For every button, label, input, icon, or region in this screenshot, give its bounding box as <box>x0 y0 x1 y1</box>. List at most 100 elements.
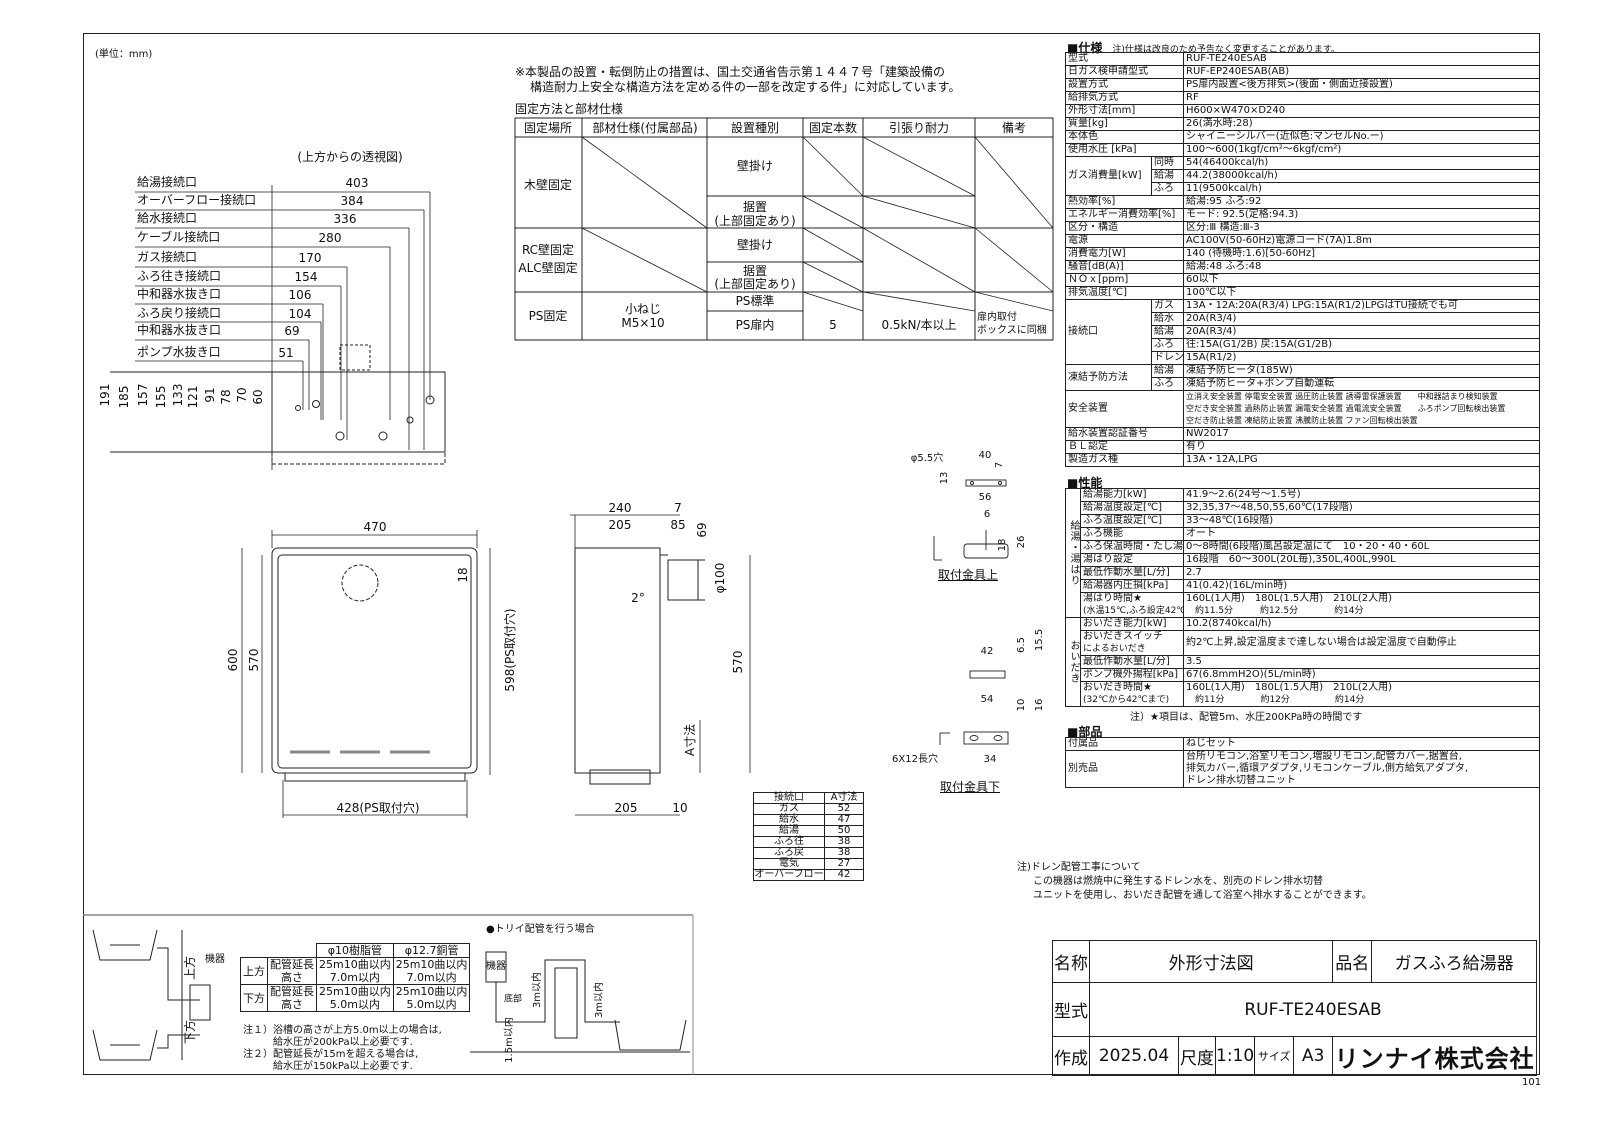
connection-distance: 384 <box>340 194 364 208</box>
parts-value: 台所リモコン,浴室リモコン,増設リモコン,配管カバー,据置台,排気カバー,循環ア… <box>1183 750 1540 788</box>
performance-label-text: 湯はり設定 <box>1083 554 1133 566</box>
performance-row: ふろ機能オート <box>1066 527 1540 541</box>
performance-value-text: 約2℃上昇,設定温度まで達しない場合は設定温度で自動停止 <box>1186 637 1457 648</box>
parts-table: 付属品ねじセット別売品台所リモコン,浴室リモコン,増設リモコン,配管カバー,据置… <box>1065 737 1540 788</box>
spec-row: 排気温度[℃]100℃以下 <box>1065 286 1540 300</box>
side-d85-dim: 85 <box>670 518 686 532</box>
parts-line: 台所リモコン,浴室リモコン,増設リモコン,配管カバー,据置台, <box>1186 751 1462 763</box>
side-bottom-10-dim: 10 <box>672 801 688 815</box>
performance-group-label: おいだき <box>1065 617 1081 707</box>
spec-title: ■仕様 <box>1067 41 1103 55</box>
fixing-wood-floor: 据置 <box>742 200 768 214</box>
spec-value: RUF-TE240ESAB <box>1183 52 1540 66</box>
piping-cell: 25m10曲以内 <box>316 957 394 971</box>
spec-value: 20A(R3/4) <box>1183 325 1540 339</box>
spec-row: ＮＯｘ[ppm]60以下 <box>1065 273 1540 287</box>
connection-label: 給湯接続口 <box>137 175 198 189</box>
product-label: 品名 <box>1332 940 1373 983</box>
spec-sublabel: 給水 <box>1151 312 1184 326</box>
flue-diameter-dim: φ100 <box>713 562 727 594</box>
spec-value: 140 (待機時:1.6)[50-60Hz] <box>1183 247 1540 261</box>
performance-value-text: 10.2(8740kcal/h) <box>1186 618 1272 630</box>
piping-lower-label: 下方 <box>183 1019 197 1045</box>
model-label: 型式 <box>1052 982 1090 1037</box>
bracket-d13: 13 <box>939 471 950 485</box>
tori-device-label: 機器 <box>486 961 506 972</box>
piping-cell: 7.0m以内 <box>392 971 471 985</box>
spec-value: 100℃以下 <box>1183 286 1540 300</box>
depth-dimension: 191 <box>98 383 112 407</box>
spec-sublabel: ふろ <box>1151 182 1184 196</box>
piping-cell: 高さ <box>267 998 317 1012</box>
title-block: 名称 外形寸法図 品名 ガスふろ給湯器 型式 RUF-TE240ESAB 作成 … <box>1052 940 1537 1076</box>
tori-height-2: 1.5m以内 <box>504 1017 515 1063</box>
spec-sublabel: ふろ <box>1151 377 1184 391</box>
spec-label: 給排気方式 <box>1065 91 1184 105</box>
piping-cell: 高さ <box>267 971 317 985</box>
a-dimension-value: 38 <box>824 847 864 859</box>
spec-row: 使用水圧 [kPa]100～600(1kgf/cm²～6kgf/cm²) <box>1065 143 1540 157</box>
fixing-wood: 木壁固定 <box>523 178 573 192</box>
top-view-outline <box>110 344 446 465</box>
performance-value-text: 41.9～2.6(24号～1.5号) <box>1186 489 1301 501</box>
performance-row: 給湯・湯はり給湯能力[kW]41.9～2.6(24号～1.5号) <box>1065 488 1540 618</box>
fixing-remark-1: 扉内取付 <box>977 312 1017 323</box>
top-view-title: (上方からの透視図) <box>297 150 403 164</box>
spec-label: 型式 <box>1065 52 1184 66</box>
connection-name: オーバーフロー <box>753 869 825 881</box>
performance-table: 給湯・湯はり給湯能力[kW]41.9～2.6(24号～1.5号)給湯温度設定[℃… <box>1065 488 1540 707</box>
connection-name: 電気 <box>753 858 825 870</box>
notice-line-2: 構造耐力上安全な構造方法を定める件の一部を改定する件」に対応しています。 <box>530 80 961 94</box>
front-width-dim: 470 <box>363 520 387 534</box>
a-dimension-value: 27 <box>824 858 864 870</box>
performance-label: 最低作動水量[L/分] <box>1080 566 1184 580</box>
performance-row: 湯はり時間★(水温15℃,ふろ設定42℃)160L(1人用) 180L(1.5人… <box>1066 592 1540 618</box>
performance-row: 最低作動水量[L/分]2.7 <box>1066 566 1540 580</box>
connection-distance: 154 <box>294 270 318 284</box>
spec-sublabel: 給湯 <box>1151 364 1184 378</box>
fixing-screw-size: M5×10 <box>621 316 665 330</box>
spec-value: PS扉内設置<後方排気>(後面・側面近接設置) <box>1183 78 1540 92</box>
performance-value-text: 16段階 60～300L(20L毎),350L,400L,990L <box>1186 554 1396 566</box>
spec-label: 設置方式 <box>1065 78 1184 92</box>
side-d69-dim: 69 <box>695 522 709 538</box>
performance-row: 最低作動水量[L/分]3.5 <box>1066 655 1540 669</box>
performance-label-text: 給湯温度設定[℃] <box>1083 502 1163 514</box>
performance-value: 160L(1人用) 180L(1.5人用) 210L(2人用) 約11分 約12… <box>1183 681 1540 707</box>
connection-distance: 51 <box>278 346 294 360</box>
performance-value: 約2℃上昇,設定温度まで達しない場合は設定温度で自動停止 <box>1183 630 1540 656</box>
tori-title: ●トリイ配管を行う場合 <box>486 924 595 935</box>
a-dimension-value: 50 <box>824 825 864 837</box>
performance-label-sub: (32℃から42℃まで) <box>1083 695 1170 705</box>
piping-note: 給水圧が200kPa以上必要です. <box>243 1037 413 1048</box>
spec-label: 製造ガス種 <box>1065 453 1184 467</box>
performance-label: 給湯能力[kW] <box>1080 488 1184 502</box>
front-ps-hole-width-dim: 428(PS取付穴) <box>336 801 420 815</box>
fixing-rc-wall: 壁掛け <box>736 238 774 252</box>
performance-label-text: 給湯器内圧損[kPa] <box>1083 580 1169 592</box>
created-label: 作成 <box>1052 1036 1090 1076</box>
spec-row: 安全装置立消え安全装置 停電安全装置 過圧防止装置 誘導雷保護装置 中和器詰まり… <box>1065 390 1540 428</box>
performance-value: 160L(1人用) 180L(1.5人用) 210L(2人用) 約11.5分 約… <box>1183 592 1540 618</box>
depth-dimension: 157 <box>136 383 150 407</box>
spec-label: ＢＬ認定 <box>1065 440 1184 454</box>
spec-value: 13A・12A:20A(R3/4) LPG:15A(R1/2)LPGはTU接続で… <box>1183 299 1540 313</box>
drawing-name: 外形寸法図 <box>1088 940 1334 983</box>
piping-note: 注１）浴槽の高さが上方5.0m以上の場合は, <box>243 1025 442 1036</box>
side-d205-dim: 205 <box>608 518 632 532</box>
spec-value: 給湯:48 ふろ:48 <box>1183 260 1540 274</box>
spec-label: エネルギー消費効率[%] <box>1065 208 1184 222</box>
spec-value: 60以下 <box>1183 273 1540 287</box>
bracket-d10: 10 <box>1016 698 1027 712</box>
connection-distance: 170 <box>298 251 322 265</box>
performance-value: 0～8時間(6段階)風呂設定温にて 10・20・40・60L <box>1183 540 1540 554</box>
a-dim-label: A寸法 <box>683 723 697 757</box>
